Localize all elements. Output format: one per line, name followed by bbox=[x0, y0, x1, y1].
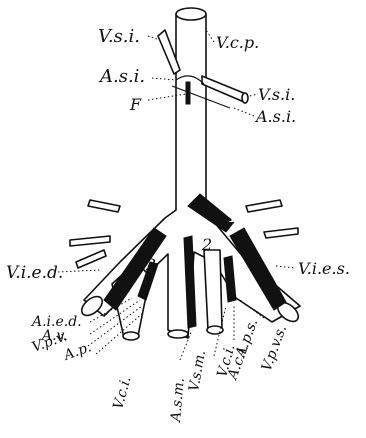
label-num-1: 1 bbox=[228, 207, 238, 226]
label-a-s-i-left: A.s.i. bbox=[98, 66, 145, 87]
label-a-s-m: A.s.m. bbox=[168, 377, 188, 424]
label-v-i-e-d: V.i.e.d. bbox=[6, 263, 63, 283]
leader-vcp bbox=[206, 30, 214, 42]
left-side-vessel-1 bbox=[88, 200, 120, 212]
label-num-2-left: 2 bbox=[145, 255, 156, 274]
label-a-s-i-right: A.s.i. bbox=[254, 107, 296, 126]
label-v-i-e-s: V.i.e.s. bbox=[298, 259, 350, 278]
label-num-2-center: 2 bbox=[201, 235, 212, 254]
label-v-p-v-s: V.p.v.s. bbox=[259, 323, 290, 373]
leader-asi-right bbox=[234, 108, 254, 116]
right-upper-vein bbox=[202, 76, 246, 102]
label-v-s-i-left: V.s.i. bbox=[98, 26, 140, 47]
label-v-c-i: V.c.i. bbox=[110, 375, 134, 411]
leader-vied bbox=[58, 270, 100, 272]
lower-right-tube bbox=[204, 250, 222, 330]
right-upper-vein-end bbox=[242, 93, 248, 103]
right-side-vessel-2 bbox=[264, 228, 298, 238]
lower-right-tube-end bbox=[207, 326, 223, 334]
label-f: F bbox=[129, 95, 142, 114]
leader-vies bbox=[276, 266, 296, 268]
leader-asi-left bbox=[152, 78, 176, 80]
right-side-vessel-1 bbox=[246, 200, 282, 212]
left-side-vessel-2 bbox=[70, 236, 110, 246]
lower-left-tube-end bbox=[123, 332, 139, 340]
left-side-vessel-3 bbox=[76, 250, 106, 268]
label-v-c-p: V.c.p. bbox=[216, 33, 259, 52]
trunk-top-opening bbox=[176, 8, 206, 20]
center-vein-end bbox=[168, 330, 188, 338]
label-v-s-i-right: V.s.i. bbox=[258, 85, 295, 104]
label-v-s-m: V.s.m. bbox=[186, 349, 209, 393]
leader-vsi-right bbox=[250, 94, 258, 96]
